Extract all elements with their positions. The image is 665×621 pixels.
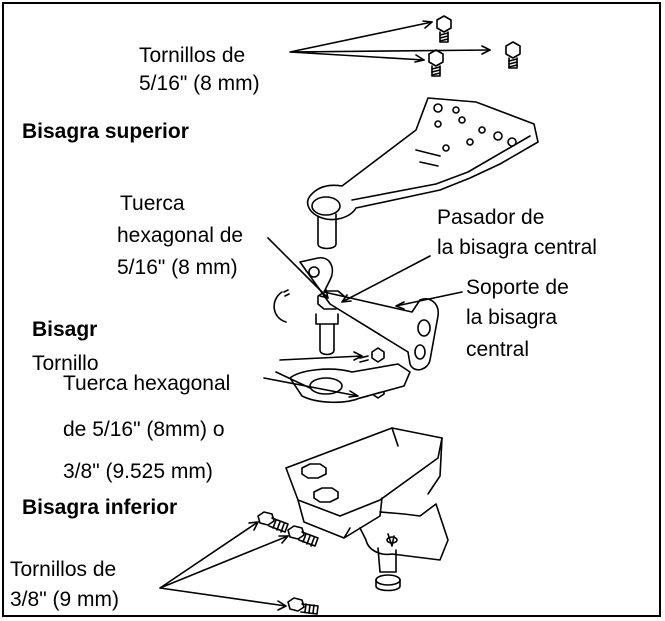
center-hinge-bracket [273, 257, 439, 371]
center-hinge-label-truncated: Bisagr [32, 318, 114, 342]
screw-icon [505, 41, 521, 69]
pin-label-line2: la bisagra central [437, 236, 597, 259]
nut-label-line3: 5/16" (8 mm) [117, 256, 238, 279]
bracket-label-line3: central [466, 338, 530, 361]
screw-icon [287, 597, 319, 615]
screws-bottom-label-line1: Tornillos de [10, 558, 117, 581]
screws-mid-label-truncated: Tornillo [32, 352, 99, 375]
bracket-label-line2: la bisagra [466, 306, 558, 329]
lower-hinge-label: Bisagra inferior [22, 496, 178, 519]
screws-top-label-line1: Tornillos de [139, 44, 246, 67]
nut2-label-line1: Tuerca hexagonal [63, 372, 231, 396]
screws-bottom-label-line2: 3/8" (9 mm) [10, 588, 119, 611]
screw-icon [359, 347, 385, 363]
upper-hinge-label: Bisagra superior [22, 120, 189, 143]
nut-label-line2: hexagonal de [117, 224, 244, 247]
screw-icon [257, 511, 289, 533]
upper-hinge-plate [306, 97, 539, 250]
nut2-label-line3: 3/8" (9.525 mm) [63, 460, 213, 483]
screw-icon [287, 525, 319, 547]
nut-label-line1: Tuerca [120, 192, 185, 215]
pin-label-line1: Pasador de [437, 206, 545, 229]
bracket-label-line1: Soporte de [466, 276, 569, 299]
lower-hinge-body [285, 427, 449, 592]
nut2-label-line2: de 5/16" (8mm) o [63, 418, 225, 441]
screw-icon [428, 49, 444, 77]
screw-icon [436, 15, 452, 43]
screws-top-label-line2: 5/16" (8 mm) [139, 72, 260, 95]
